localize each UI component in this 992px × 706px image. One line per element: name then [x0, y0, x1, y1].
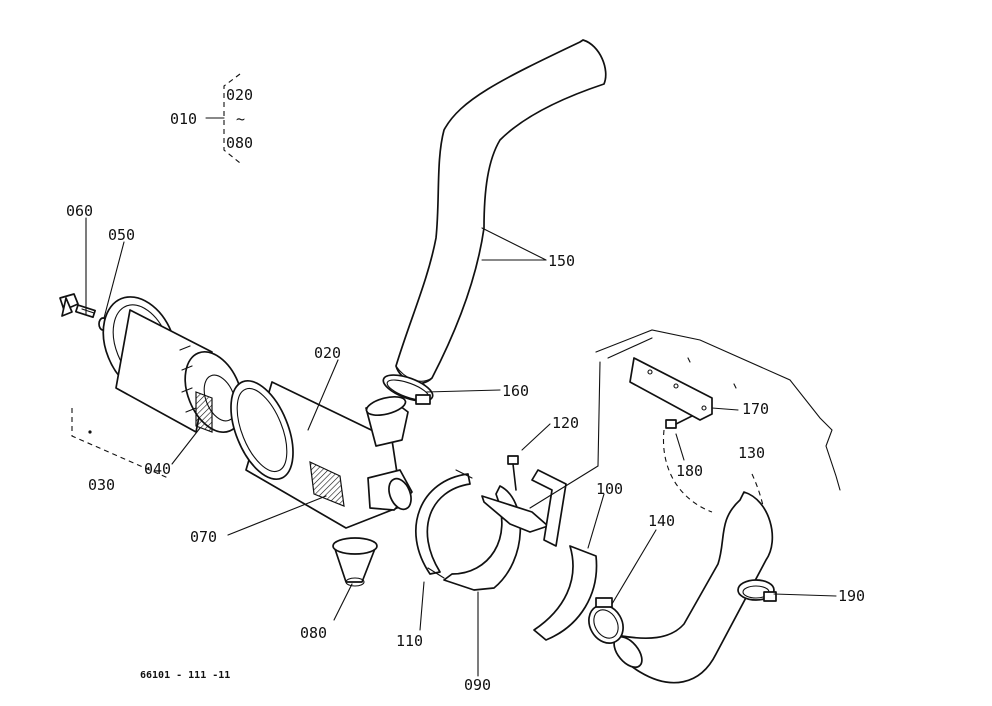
label-140: 140: [648, 512, 675, 530]
label-range-sep: ~: [236, 110, 245, 128]
label-070: 070: [190, 528, 217, 546]
outlet-hose-130: [613, 491, 774, 684]
label-090: 090: [464, 676, 491, 694]
label-040: 040: [144, 460, 171, 478]
hose-clamp-190: [737, 579, 777, 602]
group-dot: [88, 430, 92, 434]
intake-hose-150: [395, 39, 607, 385]
group-bracket-030: [71, 408, 169, 479]
filter-element-040: [115, 309, 244, 433]
cleaner-body-020: [230, 379, 413, 529]
label-030: 030: [88, 476, 115, 494]
support-plate-100: [533, 545, 598, 641]
label-170: 170: [742, 400, 769, 418]
bolt-120: [507, 455, 519, 491]
label-080-range: 080: [226, 134, 253, 152]
label-120: 120: [552, 414, 579, 432]
frame-outline: [529, 329, 841, 561]
label-130: 130: [738, 444, 765, 462]
evacuator-valve-080: [332, 537, 378, 587]
drawing-reference: 66101 - 111 -11: [140, 670, 230, 681]
bolt-180: [665, 415, 693, 429]
label-080: 080: [300, 624, 327, 642]
wing-bolt-060: [59, 293, 96, 319]
bracket-090: [443, 469, 567, 591]
label-020: 020: [314, 344, 341, 362]
label-160: 160: [502, 382, 529, 400]
label-110: 110: [396, 632, 423, 650]
hose-clamp-140: [588, 597, 624, 644]
label-050: 050: [108, 226, 135, 244]
bracket-170: [629, 357, 737, 421]
label-060: 060: [66, 202, 93, 220]
hose-clamp-160: [382, 374, 434, 405]
assembly-bracket: [205, 73, 241, 164]
label-180: 180: [676, 462, 703, 480]
label-150: 150: [548, 252, 575, 270]
mounting-band-110: [415, 469, 473, 579]
label-100: 100: [596, 480, 623, 498]
part-labels: 010 020 ~ 080 060 050 020 040 030 070 08…: [66, 86, 865, 694]
label-190: 190: [838, 587, 865, 605]
label-020-range: 020: [226, 86, 253, 104]
leader-lines: [85, 217, 837, 677]
label-010: 010: [170, 110, 197, 128]
